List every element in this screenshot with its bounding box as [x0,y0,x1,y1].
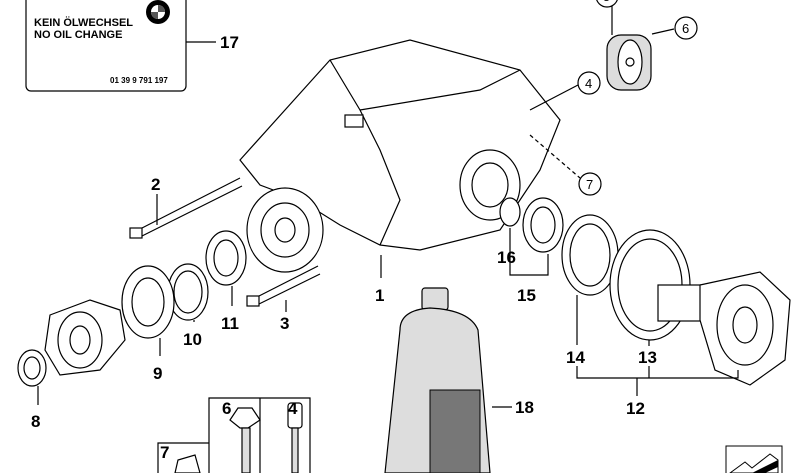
inset-callout-7[interactable]: 7 [160,443,169,462]
bolt-3 [246,265,321,307]
callout-14[interactable]: 14 [566,348,585,367]
ring-16 [499,197,521,227]
drive-flange-12 [657,271,791,386]
callout-18[interactable]: 18 [515,398,534,417]
callout-4[interactable]: 4 [585,76,592,91]
callout-8[interactable]: 8 [31,412,40,431]
callout-16[interactable]: 16 [497,248,516,267]
bolt-2 [129,177,243,239]
sticker-line2: NO OIL CHANGE [34,29,122,41]
callout-7[interactable]: 7 [586,177,593,192]
callout-9[interactable]: 9 [153,364,162,383]
callout-17[interactable]: 17 [220,33,239,52]
inset-fasteners [157,397,311,473]
oil-label-sticker: KEIN ÖLWECHSEL NO OIL CHANGE 01 39 9 791… [25,0,187,92]
callout-15[interactable]: 15 [517,286,536,305]
callout-10[interactable]: 10 [183,330,202,349]
callout-5[interactable]: 5 [603,0,610,4]
callout-3[interactable]: 3 [280,314,289,333]
oil-bottle [384,287,491,473]
sticker-part-number: 01 39 9 791 197 [110,76,168,85]
next-page-arrow-icon[interactable] [725,445,783,473]
rubber-mount [606,34,652,91]
sticker-line1: KEIN ÖLWECHSEL [34,16,133,29]
callout-6[interactable]: 6 [682,21,689,36]
output-flange [44,299,126,376]
bmw-logo [146,0,170,24]
inset-callout-6[interactable]: 6 [222,399,231,418]
differential-housing [239,39,561,273]
callout-12[interactable]: 12 [626,399,645,418]
callout-11[interactable]: 11 [221,314,239,333]
callout-1[interactable]: 1 [375,286,384,305]
inset-callout-4[interactable]: 4 [288,399,298,418]
callout-13[interactable]: 13 [638,348,657,367]
callout-2[interactable]: 2 [151,175,160,194]
